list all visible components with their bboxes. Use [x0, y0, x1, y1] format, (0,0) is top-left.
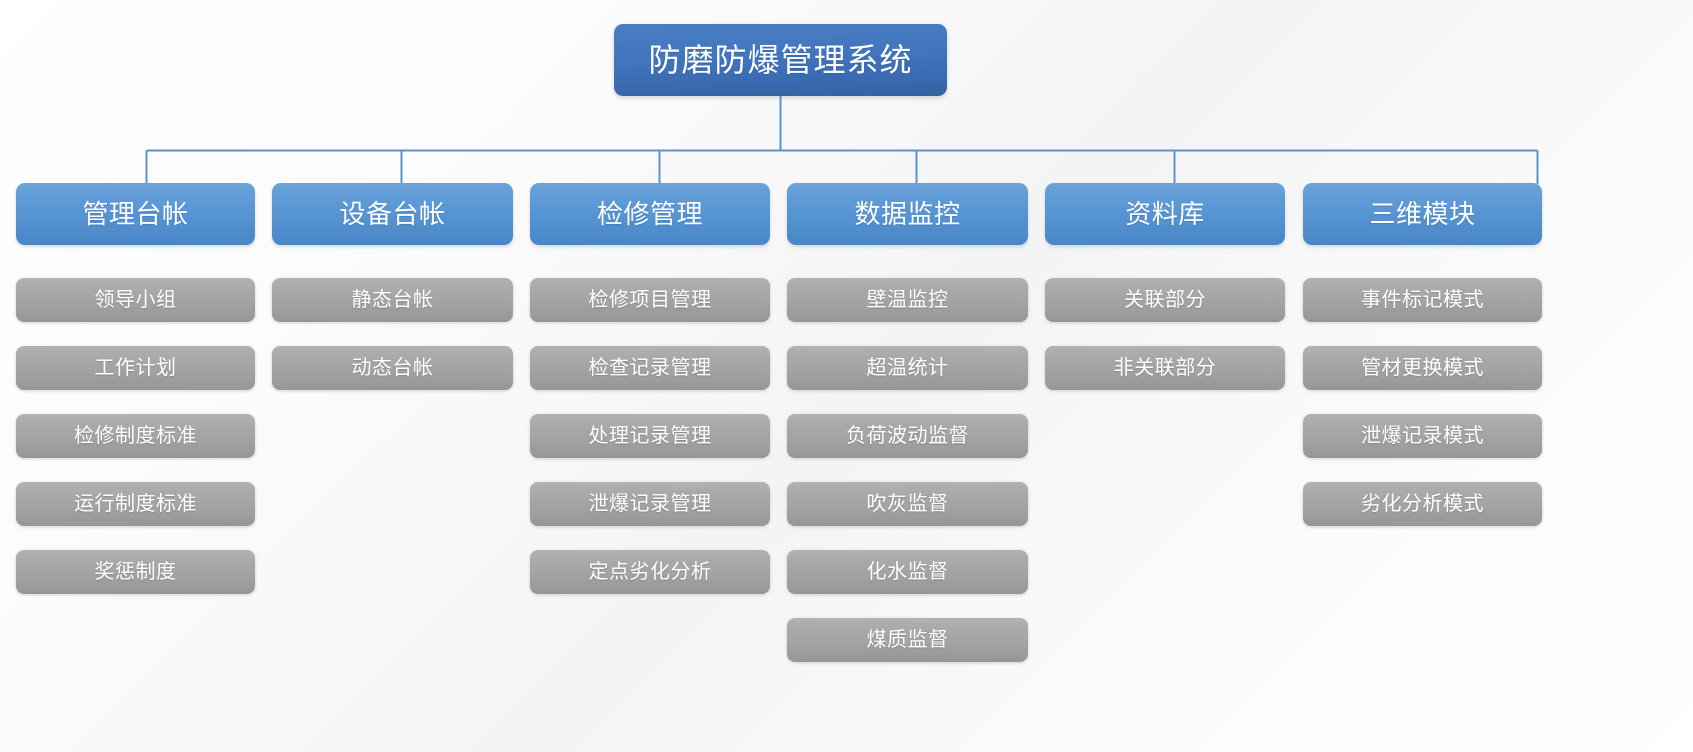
leaf-node[interactable]: 领导小组 [16, 278, 255, 322]
leaf-node-label: 管材更换模式 [1361, 357, 1484, 379]
branch-node-label: 资料库 [1125, 199, 1205, 229]
branch-node-three-dimensional-module[interactable]: 三维模块 [1303, 183, 1542, 245]
leaf-node[interactable]: 处理记录管理 [530, 414, 770, 458]
leaf-list-equipment-ledger: 静态台帐 动态台帐 [272, 278, 513, 390]
branch-node-label: 设备台帐 [339, 199, 446, 229]
leaf-list-data-monitoring: 壁温监控 超温统计 负荷波动监督 吹灰监督 化水监督 煤质监督 [787, 278, 1028, 662]
leaf-node[interactable]: 非关联部分 [1045, 346, 1285, 390]
leaf-node-label: 奖惩制度 [94, 561, 177, 583]
leaf-node-label: 负荷波动监督 [846, 425, 969, 447]
leaf-node-label: 泄爆记录模式 [1361, 425, 1484, 447]
leaf-node[interactable]: 负荷波动监督 [787, 414, 1028, 458]
leaf-list-overhaul-management: 检修项目管理 检查记录管理 处理记录管理 泄爆记录管理 定点劣化分析 [530, 278, 770, 594]
leaf-node-label: 非关联部分 [1113, 357, 1217, 379]
leaf-node[interactable]: 劣化分析模式 [1303, 482, 1542, 526]
leaf-node-label: 吹灰监督 [866, 493, 949, 515]
leaf-list-three-dimensional-module: 事件标记模式 管材更换模式 泄爆记录模式 劣化分析模式 [1303, 278, 1542, 526]
branch-node-equipment-ledger[interactable]: 设备台帐 [272, 183, 513, 245]
leaf-node[interactable]: 定点劣化分析 [530, 550, 770, 594]
leaf-node[interactable]: 运行制度标准 [16, 482, 255, 526]
leaf-node-label: 工作计划 [94, 357, 177, 379]
branch-node-label: 检修管理 [596, 199, 703, 229]
leaf-node-label: 动态台帐 [351, 357, 434, 379]
branch-node-overhaul-management[interactable]: 检修管理 [530, 183, 770, 245]
leaf-node-label: 壁温监控 [866, 289, 949, 311]
leaf-node-label: 化水监督 [866, 561, 949, 583]
leaf-node[interactable]: 事件标记模式 [1303, 278, 1542, 322]
leaf-node-label: 超温统计 [866, 357, 949, 379]
leaf-node-label: 领导小组 [94, 289, 177, 311]
leaf-node[interactable]: 超温统计 [787, 346, 1028, 390]
leaf-node-label: 处理记录管理 [588, 425, 712, 447]
column-data-monitoring: 数据监控 壁温监控 超温统计 负荷波动监督 吹灰监督 化水监督 煤质监督 [787, 183, 1028, 662]
leaf-node-label: 泄爆记录管理 [588, 493, 712, 515]
leaf-node[interactable]: 管材更换模式 [1303, 346, 1542, 390]
leaf-node[interactable]: 泄爆记录模式 [1303, 414, 1542, 458]
leaf-node-label: 煤质监督 [866, 629, 949, 651]
leaf-node[interactable]: 静态台帐 [272, 278, 513, 322]
leaf-node[interactable]: 检修制度标准 [16, 414, 255, 458]
branch-node-label: 管理台帐 [82, 199, 189, 229]
leaf-node[interactable]: 检修项目管理 [530, 278, 770, 322]
branch-node-management-ledger[interactable]: 管理台帐 [16, 183, 255, 245]
leaf-node-label: 检修项目管理 [588, 289, 712, 311]
root-node-label: 防磨防爆管理系统 [648, 42, 913, 78]
column-three-dimensional-module: 三维模块 事件标记模式 管材更换模式 泄爆记录模式 劣化分析模式 [1303, 183, 1542, 526]
branch-node-data-monitoring[interactable]: 数据监控 [787, 183, 1028, 245]
leaf-node[interactable]: 关联部分 [1045, 278, 1285, 322]
leaf-node[interactable]: 工作计划 [16, 346, 255, 390]
leaf-node[interactable]: 化水监督 [787, 550, 1028, 594]
branch-node-label: 三维模块 [1369, 199, 1476, 229]
leaf-node-label: 事件标记模式 [1361, 289, 1484, 311]
leaf-node[interactable]: 动态台帐 [272, 346, 513, 390]
column-management-ledger: 管理台帐 领导小组 工作计划 检修制度标准 运行制度标准 奖惩制度 [16, 183, 255, 594]
leaf-node-label: 静态台帐 [351, 289, 434, 311]
leaf-node[interactable]: 泄爆记录管理 [530, 482, 770, 526]
leaf-node-label: 关联部分 [1124, 289, 1206, 311]
column-equipment-ledger: 设备台帐 静态台帐 动态台帐 [272, 183, 513, 390]
leaf-list-management-ledger: 领导小组 工作计划 检修制度标准 运行制度标准 奖惩制度 [16, 278, 255, 594]
root-node-management-system[interactable]: 防磨防爆管理系统 [614, 24, 947, 96]
leaf-node[interactable]: 吹灰监督 [787, 482, 1028, 526]
leaf-node[interactable]: 奖惩制度 [16, 550, 255, 594]
column-data-library: 资料库 关联部分 非关联部分 [1045, 183, 1285, 390]
leaf-node-label: 运行制度标准 [74, 493, 197, 515]
leaf-node-label: 定点劣化分析 [588, 561, 712, 583]
leaf-node-label: 劣化分析模式 [1361, 493, 1484, 515]
leaf-node-label: 检修制度标准 [74, 425, 197, 447]
leaf-node-label: 检查记录管理 [588, 357, 712, 379]
column-overhaul-management: 检修管理 检修项目管理 检查记录管理 处理记录管理 泄爆记录管理 定点劣化分析 [530, 183, 770, 594]
leaf-list-data-library: 关联部分 非关联部分 [1045, 278, 1285, 390]
branch-node-data-library[interactable]: 资料库 [1045, 183, 1285, 245]
branch-node-label: 数据监控 [854, 199, 961, 229]
leaf-node[interactable]: 煤质监督 [787, 618, 1028, 662]
leaf-node[interactable]: 检查记录管理 [530, 346, 770, 390]
leaf-node[interactable]: 壁温监控 [787, 278, 1028, 322]
